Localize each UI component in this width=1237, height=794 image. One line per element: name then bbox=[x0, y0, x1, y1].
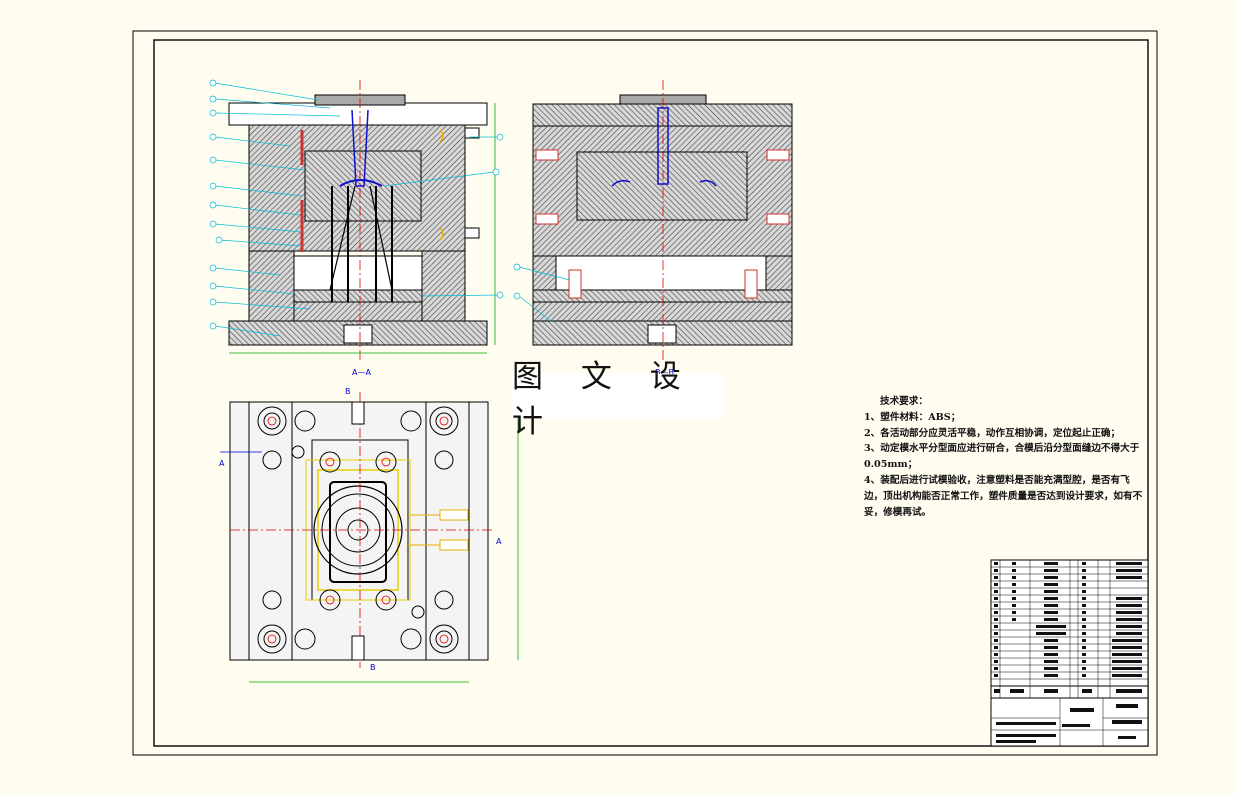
section-aa-view bbox=[209, 79, 504, 360]
section-mark-a-right: A bbox=[496, 537, 502, 546]
technical-requirements: 技术要求： 1、塑件材料：ABS； 2、各活动部分应灵活平稳，动作互相协调，定位… bbox=[864, 394, 1144, 520]
watermark: 图 文 设 计 bbox=[512, 359, 724, 440]
tech-req-item-2: 2、各活动部分应灵活平稳，动作互相协调，定位起止正确； bbox=[864, 427, 1121, 439]
outer-frame bbox=[132, 30, 1158, 756]
tech-req-title: 技术要求： bbox=[880, 396, 928, 407]
tech-req-item-4: 4、装配后进行试模验收，注意塑料是否能充满型腔，是否有飞边，顶出机构能否正常工作… bbox=[864, 474, 1143, 518]
section-mark-a-left: A bbox=[219, 459, 225, 468]
section-aa-label: A—A bbox=[352, 368, 371, 377]
inner-frame bbox=[153, 39, 1149, 747]
tech-req-item-3: 3、动定模水平分型面应进行研合，合模后沿分型面缝边不得大于0.05mm； bbox=[864, 443, 1140, 471]
section-mark-b-top: B bbox=[345, 387, 351, 396]
title-block bbox=[990, 559, 1149, 747]
section-bb-view bbox=[513, 80, 793, 360]
section-mark-b-bottom: B bbox=[370, 663, 376, 672]
plan-view bbox=[220, 392, 519, 683]
tech-req-item-1: 1、塑件材料：ABS； bbox=[864, 411, 961, 423]
section-bb-label: B—B bbox=[655, 368, 674, 377]
